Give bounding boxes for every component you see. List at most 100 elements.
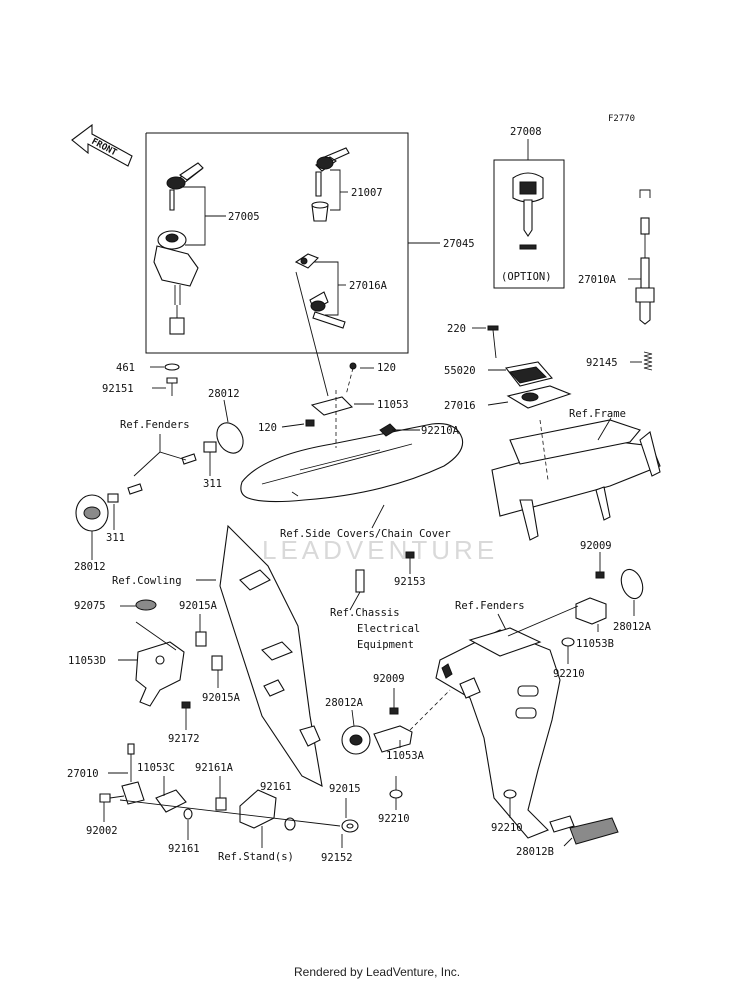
part-label-92009-right: 92009: [580, 540, 612, 552]
reflector-28012-icon: [216, 422, 244, 454]
rear-reflector-28012b-icon: [549, 815, 619, 845]
nut-92152-icon: [341, 819, 359, 833]
part-label-92015a-upper: 92015A: [179, 600, 218, 612]
ref-cowling: Ref.Cowling: [112, 575, 182, 587]
credit-text: Rendered by LeadVenture, Inc.: [294, 965, 460, 979]
cap-55020-icon: [505, 361, 554, 387]
rubber-92075-icon: [135, 599, 157, 611]
switch-27010a-icon: [635, 189, 655, 325]
bolt-92002-icon: [99, 793, 125, 803]
figure-code: F2770: [608, 114, 635, 124]
part-label-92015a-lower: 92015A: [202, 692, 241, 704]
ignition-switch-icon: [153, 230, 199, 335]
fuel-cap-27016-icon: [506, 385, 572, 409]
part-label-92015: 92015: [329, 783, 361, 795]
collar-92015a-icon: [195, 631, 223, 671]
part-label-92145: 92145: [586, 357, 618, 369]
ref-frame: Ref.Frame: [569, 408, 626, 420]
part-label-11053d: 11053D: [68, 655, 106, 667]
front-arrow-icon: [71, 123, 133, 167]
part-label-11053a: 11053A: [386, 750, 425, 762]
part-label-28012a-right: 28012A: [613, 621, 652, 633]
bolt-92009-mid-icon: [389, 707, 399, 715]
part-label-27016: 27016: [444, 400, 476, 412]
nut-92210-fender-icon: [503, 789, 517, 799]
part-label-28012b: 28012B: [516, 846, 554, 858]
part-label-92161a: 92161A: [195, 762, 234, 774]
fuel-cap-lock-27016a-icon: [294, 253, 346, 329]
stand-bracket-icon: [239, 789, 277, 829]
bracket-11053b-icon: [575, 597, 607, 625]
ref-chassis-line1: Ref.Chassis: [330, 607, 400, 619]
ref-chassis-line2: Electrical: [357, 623, 420, 635]
part-label-27010: 27010: [67, 768, 99, 780]
part-label-27045: 27045: [443, 238, 475, 250]
part-label-311-lower: 311: [106, 532, 125, 544]
switch-27010-icon: [121, 743, 145, 805]
key-set-27005-icon: [166, 162, 204, 211]
part-label-92210a: 92210A: [421, 425, 460, 437]
part-label-27005: 27005: [228, 211, 260, 223]
part-label-55020: 55020: [444, 365, 476, 377]
part-label-120-left: 120: [258, 422, 277, 434]
washer-461-icon: [164, 363, 180, 371]
part-label-92002: 92002: [86, 825, 118, 837]
key-set-21007-icon: [311, 147, 350, 222]
part-label-92009-mid: 92009: [373, 673, 405, 685]
part-label-11053b: 11053B: [576, 638, 614, 650]
part-label-92151: 92151: [102, 383, 134, 395]
cowling-ref-drawing: [219, 524, 323, 787]
part-label-92161-left: 92161: [168, 843, 200, 855]
nut-92210-right-icon: [561, 637, 575, 647]
reflector-28012-lower-icon: [75, 483, 143, 532]
part-label-92210-mid: 92210: [378, 813, 410, 825]
part-label-11053c: 11053C: [137, 762, 175, 774]
collar-92161a-icon: [215, 797, 227, 811]
screw-120-icon: [305, 419, 315, 427]
part-label-311-upper: 311: [203, 478, 222, 490]
collar-92161-icon: [183, 808, 296, 831]
frame-ref-drawing: [491, 419, 661, 541]
part-label-120-top: 120: [377, 362, 396, 374]
ref-fenders-right: Ref.Fenders: [455, 600, 525, 612]
ref-stand: Ref.Stand(s): [218, 851, 294, 863]
part-label-92075: 92075: [74, 600, 106, 612]
nut-92210-mid-icon: [389, 789, 403, 799]
ref-side-covers: Ref.Side Covers/Chain Cover: [280, 528, 451, 540]
screw-220-icon: [487, 325, 499, 359]
side-cover-ref-drawing: [240, 362, 464, 503]
reflector-28012a-mid-icon: [341, 725, 371, 755]
spring-92145-icon: [643, 351, 653, 371]
part-label-461: 461: [116, 362, 135, 374]
bolt-92009-right-icon: [595, 571, 605, 579]
bracket-11053c-icon: [155, 789, 187, 813]
assembly-box-27045: [145, 132, 440, 354]
part-label-21007: 21007: [351, 187, 383, 199]
option-label: (OPTION): [501, 271, 552, 283]
reflector-28012a-right-icon: [620, 568, 644, 600]
part-label-92210-fender: 92210: [491, 822, 523, 834]
part-label-27010a: 27010A: [578, 274, 617, 286]
bracket-11053a-icon: [373, 725, 413, 753]
part-label-28012-top: 28012: [208, 388, 240, 400]
part-label-92153: 92153: [394, 576, 426, 588]
part-label-28012a-mid: 28012A: [325, 697, 364, 709]
ref-fenders-left: Ref.Fenders: [120, 419, 190, 431]
option-key-box: [493, 159, 565, 289]
bolt-92172-icon: [181, 701, 191, 709]
watermark-text: LEADVENTURE: [262, 535, 498, 565]
part-label-92152: 92152: [321, 852, 353, 864]
part-label-220: 220: [447, 323, 466, 335]
bolt-92151-icon: [166, 377, 178, 396]
bracket-11053d-icon: [135, 641, 185, 707]
nut-311-icon: [181, 441, 217, 465]
part-label-92210-right: 92210: [553, 668, 585, 680]
part-label-92172: 92172: [168, 733, 200, 745]
part-label-28012-lower: 28012: [74, 561, 106, 573]
part-label-11053: 11053: [377, 399, 409, 411]
part-label-27008: 27008: [510, 126, 542, 138]
part-label-27016a: 27016A: [349, 280, 388, 292]
rear-fender-ref-drawing: [435, 627, 561, 839]
part-label-92161-right: 92161: [260, 781, 292, 793]
